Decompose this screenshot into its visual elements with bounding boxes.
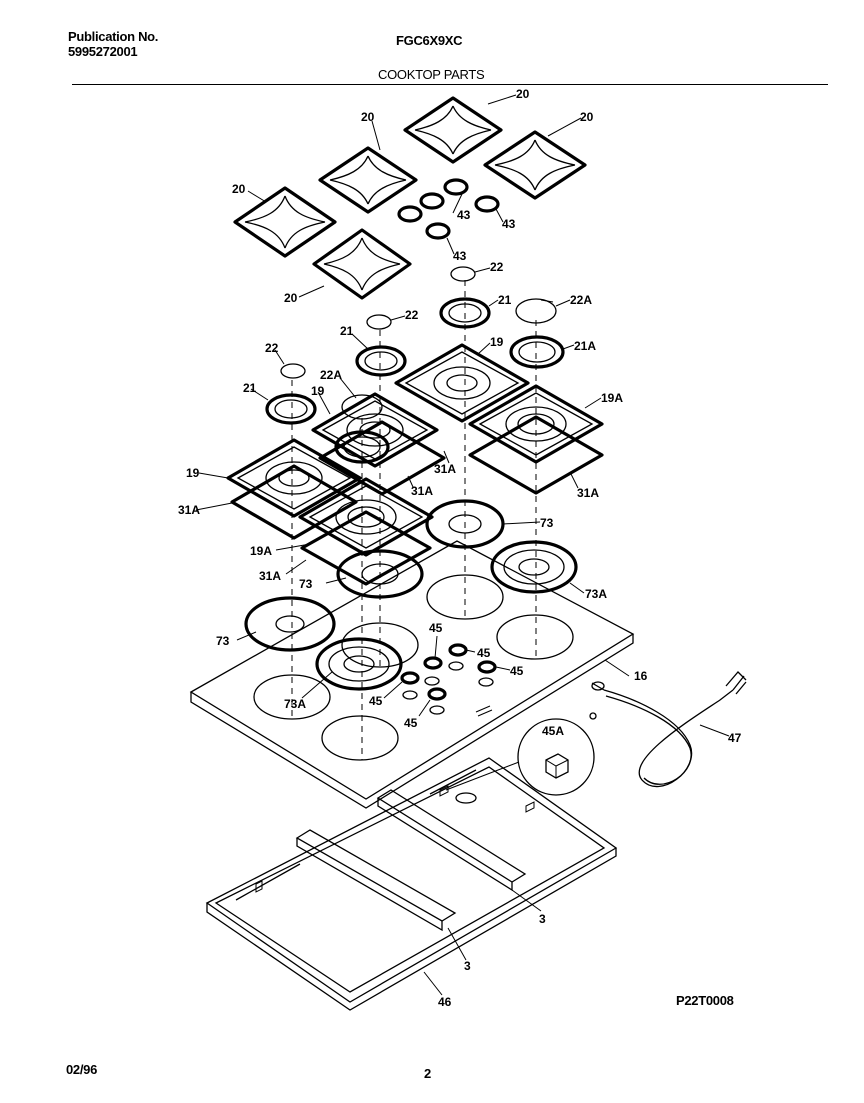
knobs <box>397 178 500 240</box>
frame <box>205 757 618 1011</box>
callout-cap-small: 22 <box>405 308 419 322</box>
grate <box>403 96 503 164</box>
switch-detail <box>445 718 595 796</box>
callout-knob-bezel: 45 <box>369 694 383 708</box>
cooktop-top <box>189 540 635 809</box>
publication-number: 5995272001 <box>68 44 138 59</box>
callout-cap-small: 22 <box>490 260 504 274</box>
gaskets <box>230 415 604 586</box>
callout-support-bar: 3 <box>539 912 546 926</box>
callout-cap-large: 22A <box>570 293 592 307</box>
callout-burner-pan: 19 <box>490 335 504 349</box>
callout-drip-bowl-large: 73A <box>585 587 607 601</box>
callout-gasket: 31A <box>259 569 281 583</box>
alignment-lines <box>291 280 537 760</box>
callout-drip-bowl: 73 <box>216 634 230 648</box>
callout-knob-bezel: 45 <box>404 716 418 730</box>
power-cord <box>589 671 747 787</box>
grates <box>233 96 587 300</box>
callout-gasket: 31A <box>434 462 456 476</box>
callout-gasket: 31A <box>411 484 433 498</box>
grate <box>483 130 587 200</box>
callout-grate: 20 <box>232 182 246 196</box>
callout-head-small: 21 <box>243 381 257 395</box>
page-number: 2 <box>424 1066 431 1081</box>
header-rule <box>72 84 828 85</box>
callout-power-cord: 47 <box>728 731 742 745</box>
callout-drip-bowl: 73 <box>540 516 554 530</box>
callout-knob-bezel: 45 <box>429 621 443 635</box>
support-bars <box>295 789 527 932</box>
callout-grate: 20 <box>361 110 375 124</box>
callout-knob: 43 <box>453 249 467 263</box>
callout-head-small: 21 <box>340 324 354 338</box>
callout-knob-bezel: 45 <box>477 646 491 660</box>
grate <box>233 186 337 258</box>
callout-knob-bezel: 45 <box>510 664 524 678</box>
callout-knob: 43 <box>457 208 471 222</box>
callout-grate: 20 <box>580 110 594 124</box>
section-title: COOKTOP PARTS <box>378 67 485 82</box>
model-number: FGC6X9XC <box>396 33 463 48</box>
callout-head-large: 21A <box>574 339 596 353</box>
callout-burner-pan-large: 19A <box>250 544 272 558</box>
callout-cap-small: 22 <box>265 341 279 355</box>
callout-labels: 20 20 20 20 20 43 43 43 22 22 22 22A 22A… <box>178 87 742 1009</box>
callout-cooktop-top: 16 <box>634 669 648 683</box>
leader-lines <box>195 94 730 996</box>
callout-grate: 20 <box>284 291 298 305</box>
callout-grate: 20 <box>516 87 530 101</box>
callout-support-bar: 3 <box>464 959 471 973</box>
grate <box>318 146 418 214</box>
callout-switch: 45A <box>542 724 564 738</box>
figure-code: P22T0008 <box>676 993 734 1008</box>
callout-head-small: 21 <box>498 293 512 307</box>
callout-knob: 43 <box>502 217 516 231</box>
callout-frame: 46 <box>438 995 452 1009</box>
callout-gasket: 31A <box>577 486 599 500</box>
callout-drip-bowl-large: 73A <box>284 697 306 711</box>
grate <box>312 228 412 300</box>
callout-cap-large: 22A <box>320 368 342 382</box>
publication-label: Publication No. <box>68 29 159 44</box>
footer-date: 02/96 <box>66 1062 98 1077</box>
callout-burner-pan-large: 19A <box>601 391 623 405</box>
burner-caps <box>280 266 557 420</box>
callout-burner-pan: 19 <box>186 466 200 480</box>
callout-drip-bowl: 73 <box>299 577 313 591</box>
callout-burner-pan: 19 <box>311 384 325 398</box>
callout-gasket: 31A <box>178 503 200 517</box>
